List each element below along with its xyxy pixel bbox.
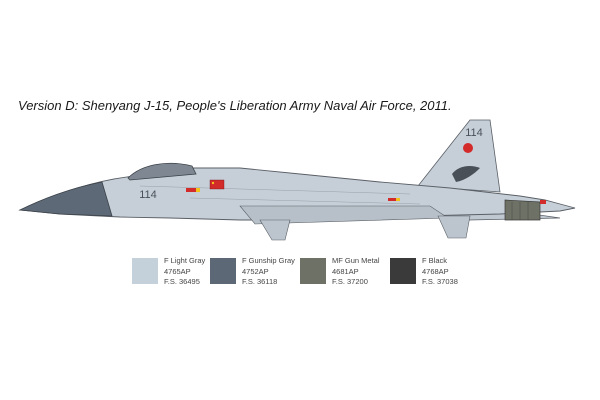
tail-number: 114 bbox=[465, 127, 483, 139]
canopy bbox=[127, 162, 197, 181]
china-flag-icon bbox=[209, 179, 225, 190]
swatch-name: F Light Gray bbox=[164, 256, 206, 265]
swatch-chip bbox=[300, 258, 326, 284]
ventral-fin bbox=[259, 219, 291, 241]
swatch-gunship-gray: F Gunship Gray 4752AP F.S. 36118 bbox=[210, 256, 300, 292]
yellow-stripe-rear bbox=[396, 198, 400, 201]
j15-aircraft-profile: 114 114 bbox=[18, 119, 576, 241]
red-stripe-tail bbox=[540, 200, 546, 204]
tail-star-roundel-icon bbox=[463, 143, 473, 153]
red-stripe-rear bbox=[388, 198, 396, 201]
red-stripe-front bbox=[186, 188, 196, 192]
swatch-fs: F.S. 37038 bbox=[422, 277, 458, 286]
swatch-gun-metal: MF Gun Metal 4681AP F.S. 37200 bbox=[300, 256, 390, 292]
swatch-code: 4752AP bbox=[242, 266, 269, 276]
swatch-chip bbox=[210, 258, 236, 284]
swatch-fs: F.S. 36118 bbox=[242, 277, 278, 286]
tail-emblem-icon bbox=[452, 166, 480, 182]
swatch-fs: F.S. 36495 bbox=[164, 277, 200, 286]
engine-nozzle bbox=[504, 199, 541, 221]
swatch-name: F Black bbox=[422, 256, 448, 265]
swatch-fs: F.S. 37200 bbox=[332, 277, 368, 286]
ventral-fin-rear bbox=[437, 215, 471, 239]
swatch-name: MF Gun Metal bbox=[332, 256, 380, 265]
swatch-name: F Gunship Gray bbox=[242, 256, 295, 265]
version-caption: Version D: Shenyang J-15, People's Liber… bbox=[18, 98, 452, 113]
swatch-code: 4768AP bbox=[422, 266, 449, 276]
swatch-code: 4765AP bbox=[164, 266, 191, 276]
swatch-black: F Black 4768AP F.S. 37038 bbox=[390, 256, 480, 292]
yellow-stripe-front bbox=[196, 188, 200, 192]
nose-radome bbox=[18, 181, 113, 217]
vertical-tail bbox=[417, 119, 501, 193]
swatch-light-gray: F Light Gray 4765AP F.S. 36495 bbox=[132, 256, 222, 292]
color-swatches: F Light Gray 4765AP F.S. 36495 F Gunship… bbox=[132, 256, 492, 292]
nose-number: 114 bbox=[139, 189, 157, 201]
swatch-code: 4681AP bbox=[332, 266, 359, 276]
swatch-chip bbox=[390, 258, 416, 284]
swatch-chip bbox=[132, 258, 158, 284]
